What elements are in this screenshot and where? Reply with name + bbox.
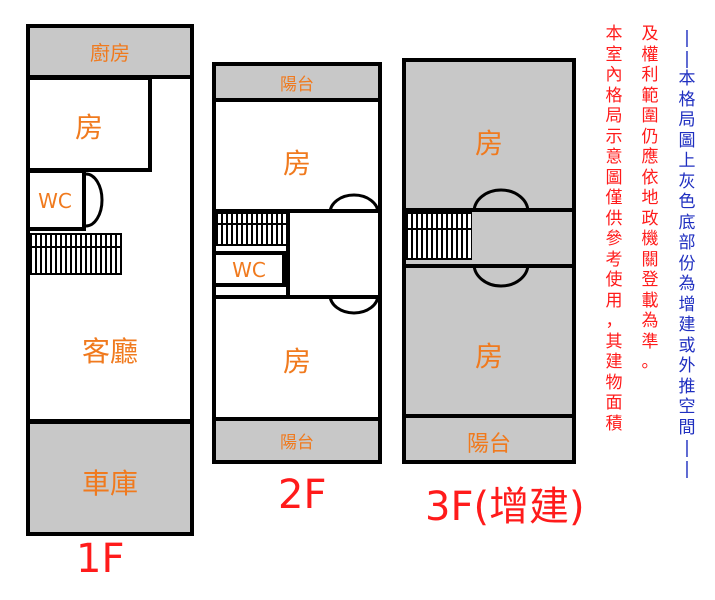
balcony-2f-bottom-label: 陽台 xyxy=(280,433,314,453)
wc-2f xyxy=(212,251,286,287)
wc-2f-label: WC xyxy=(232,258,266,282)
bedroom-2f-top-label: 房 xyxy=(282,147,311,180)
bedroom-3f-top-label: 房 xyxy=(474,127,503,160)
kitchen-label: 廚房 xyxy=(90,41,130,65)
disclaimer-column-2: 及權利範圍仍應依地政機關登載為準。 xyxy=(641,24,659,372)
living-room-label: 客廳 xyxy=(81,335,138,368)
balcony-2f-top xyxy=(212,62,382,102)
bedroom-1f xyxy=(26,76,152,172)
hall-2f xyxy=(286,209,382,299)
disclaimer-column-1: 本室內格局示意圖僅供參考使用，其建物面積 xyxy=(605,24,623,434)
door-arc-2f-top xyxy=(328,193,380,214)
bedroom-3f-bottom-label: 房 xyxy=(474,340,503,373)
stairs-1f xyxy=(30,233,122,275)
stairs-2f xyxy=(216,212,286,246)
wc-1f-label: WC xyxy=(38,189,72,213)
stairs-3f xyxy=(406,212,472,260)
balcony-3f-label: 陽台 xyxy=(466,432,511,457)
door-arc-1f-wc xyxy=(85,172,104,228)
balcony-2f-top-label: 陽台 xyxy=(280,75,314,95)
door-arc-2f-bottom xyxy=(328,294,380,315)
garage-room xyxy=(26,420,194,536)
floor-3-title: 3F(增建) xyxy=(425,484,585,530)
floor-2-title: 2F xyxy=(278,472,327,518)
garage-label: 車庫 xyxy=(81,467,138,500)
wc-1f xyxy=(26,169,86,231)
gray-area-note: ||本格局圖上灰色底部份為增建或外推空間|| xyxy=(678,28,696,479)
door-arc-3f-top xyxy=(472,188,530,213)
bedroom-2f-bottom-label: 房 xyxy=(282,345,311,378)
floor-1-title: 1F xyxy=(76,536,125,582)
bedroom-1f-label: 房 xyxy=(74,111,103,144)
balcony-2f-bottom xyxy=(212,417,382,464)
door-arc-3f-bottom xyxy=(472,263,530,288)
balcony-3f xyxy=(402,414,576,464)
